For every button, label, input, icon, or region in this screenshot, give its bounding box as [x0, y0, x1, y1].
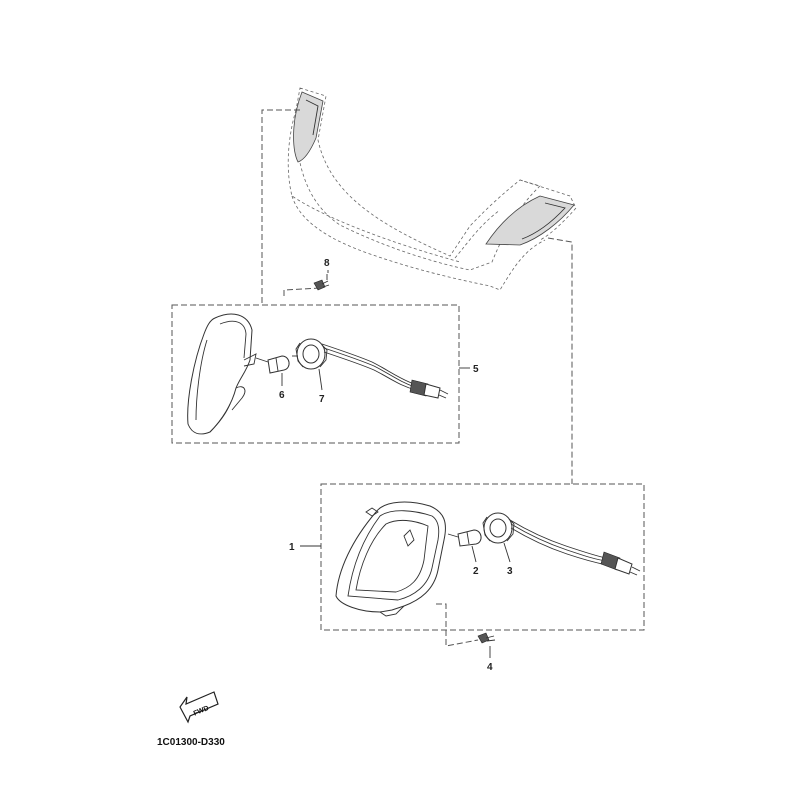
drawing-code: 1C01300-D330 [157, 737, 225, 748]
callout-4: 4 [487, 662, 493, 673]
bulb-2 [447, 529, 482, 547]
callout-3: 3 [507, 566, 513, 577]
leader-lines [261, 109, 573, 647]
fwd-arrow-icon: FWD [179, 691, 219, 724]
lower-flasher-housing [335, 501, 446, 617]
socket-3 [482, 512, 515, 544]
cowl-left-lens [293, 91, 324, 163]
front-cowl-outline [287, 87, 577, 291]
bulb-6 [255, 355, 290, 374]
callout-6: 6 [279, 390, 285, 401]
upper-flasher-housing [187, 313, 257, 435]
callout-1: 1 [289, 542, 295, 553]
screw-4 [477, 632, 496, 644]
callout-2: 2 [473, 566, 479, 577]
assembly-1-box [320, 483, 645, 631]
callout-lines [281, 270, 511, 658]
callout-8: 8 [324, 258, 330, 269]
screw-8 [313, 274, 330, 291]
callout-5: 5 [473, 364, 479, 375]
upper-wire-harness [321, 343, 449, 399]
cowl-right-lens [485, 195, 575, 246]
callout-7: 7 [319, 394, 325, 405]
lower-wire-harness [509, 519, 641, 576]
assembly-5-box [171, 304, 460, 444]
socket-7 [292, 338, 328, 370]
